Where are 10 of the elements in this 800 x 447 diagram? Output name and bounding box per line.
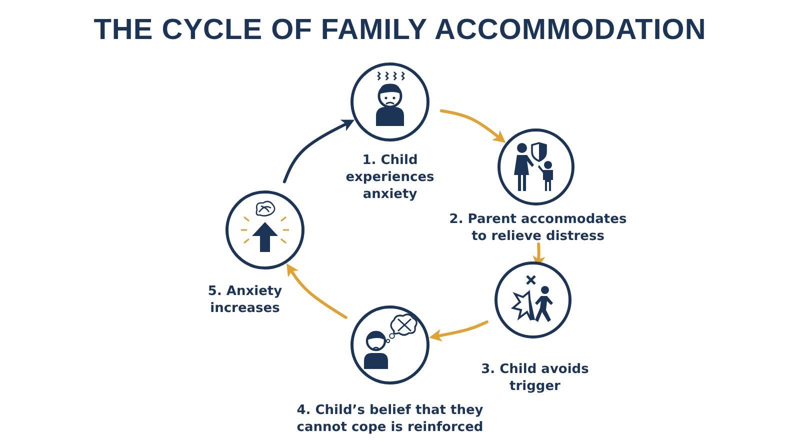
- step-label: 4. Child’s belief that they cannot cope is reinforced: [296, 402, 484, 436]
- arrow: [286, 263, 348, 319]
- arrow: [282, 120, 354, 184]
- step-label: 1. Child experiences anxiety: [344, 152, 436, 203]
- title: THE CYCLE OF FAMILY ACCOMMODATION: [92, 14, 708, 47]
- step-label: 5. Anxiety increases: [206, 283, 284, 317]
- step-label: 2. Parent acconmodates to relieve distress: [448, 211, 628, 245]
- step-label: 3. Child avoids trigger: [480, 361, 590, 395]
- arrow: [429, 320, 488, 342]
- arrow: [440, 109, 506, 143]
